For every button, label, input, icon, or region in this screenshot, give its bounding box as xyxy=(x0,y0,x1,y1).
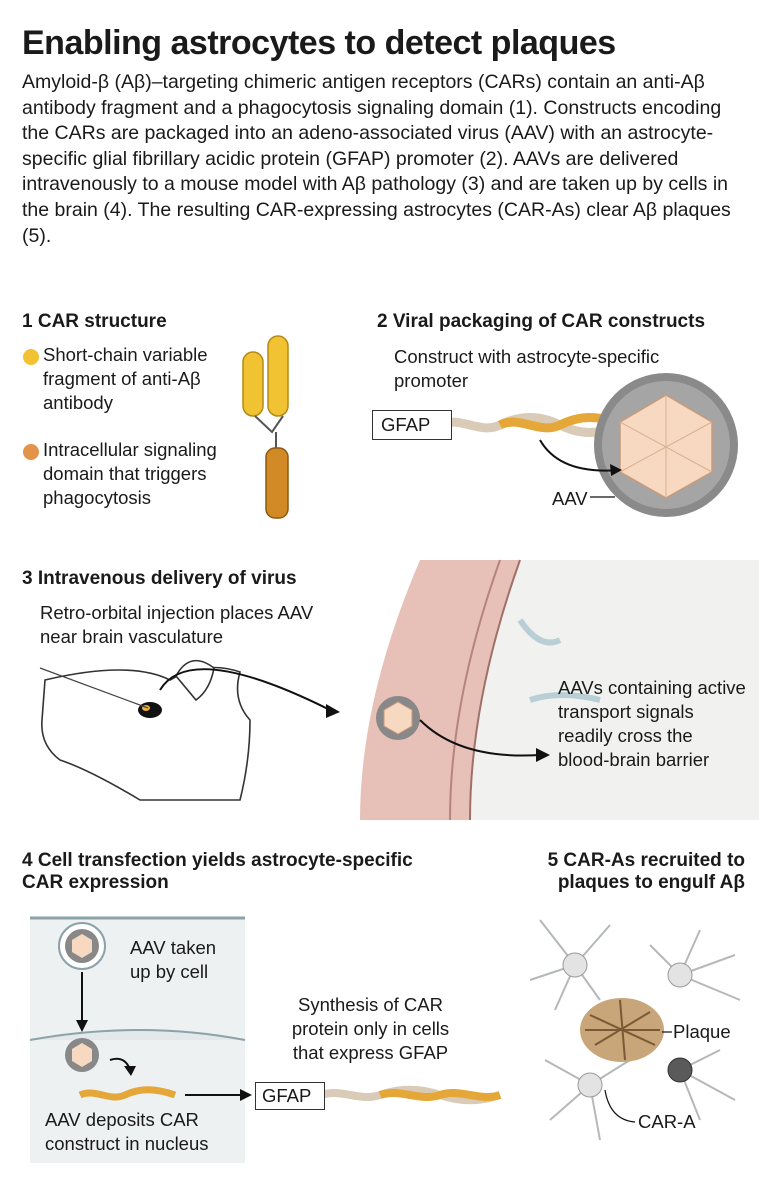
mouse-head-icon xyxy=(41,659,251,801)
gfap-construct-strand xyxy=(320,1085,502,1105)
cara-label: CAR-A xyxy=(638,1111,696,1132)
synthesis-label: Synthesis of CAR protein only in cells t… xyxy=(291,994,450,1063)
figure-title: Enabling astrocytes to detect plaques xyxy=(22,24,616,62)
panel4-heading: 4 Cell transfection yields astrocyte-spe… xyxy=(22,850,413,893)
bbb-note: AAVs containing active transport signals… xyxy=(558,677,746,770)
astrocyte-2 xyxy=(667,962,693,988)
injection-caption: Retro-orbital injection places AAV near … xyxy=(40,602,314,647)
nucleus-aav-icon xyxy=(65,1038,99,1072)
scfv-bullet-icon xyxy=(23,349,39,365)
injection-arrow xyxy=(159,668,331,711)
deposited-construct xyxy=(78,1086,177,1101)
astrocyte-1 xyxy=(562,952,588,978)
deposit-label: AAV deposits CAR construct in nucleus xyxy=(45,1109,209,1154)
plaque-icon xyxy=(580,998,664,1062)
injection-needle xyxy=(39,667,149,709)
car-construct-strand xyxy=(437,413,623,437)
scfv-label: Short-chain variable fragment of anti-Aβ… xyxy=(43,344,208,413)
crossing-arrow xyxy=(419,719,541,757)
signaling-label: Intracellular signaling domain that trig… xyxy=(43,439,217,508)
endosome-aav-icon xyxy=(58,922,106,970)
packaging-arrow xyxy=(539,439,621,472)
astrocyte-3 xyxy=(577,1072,603,1098)
construct-caption: Construct with astrocyte-specific promot… xyxy=(394,346,660,391)
panel2-heading: 2 Viral packaging of CAR constructs xyxy=(377,311,706,332)
uptake-label: AAV taken up by cell xyxy=(130,937,217,982)
panel3-heading: 3 Intravenous delivery of virus xyxy=(22,568,297,589)
gfap-promoter-box-2: GFAP xyxy=(372,410,452,440)
aav-capsid-icon xyxy=(594,373,738,517)
aav-in-vessel-icon xyxy=(376,696,420,740)
intro-text: Amyloid-β (Aβ)–targeting chimeric antige… xyxy=(22,71,731,247)
car-receptor-icon xyxy=(242,335,289,519)
astrocyte-4 xyxy=(667,1057,693,1083)
signaling-bullet-icon xyxy=(23,444,39,460)
aav-label: AAV xyxy=(552,488,588,509)
gfap-promoter-box-4: GFAP xyxy=(255,1082,325,1110)
panel1-heading: 1 CAR structure xyxy=(22,311,167,332)
plaque-label: Plaque xyxy=(673,1021,731,1042)
panel5-heading: 5 CAR-As recruited to plaques to engulf … xyxy=(547,850,745,893)
